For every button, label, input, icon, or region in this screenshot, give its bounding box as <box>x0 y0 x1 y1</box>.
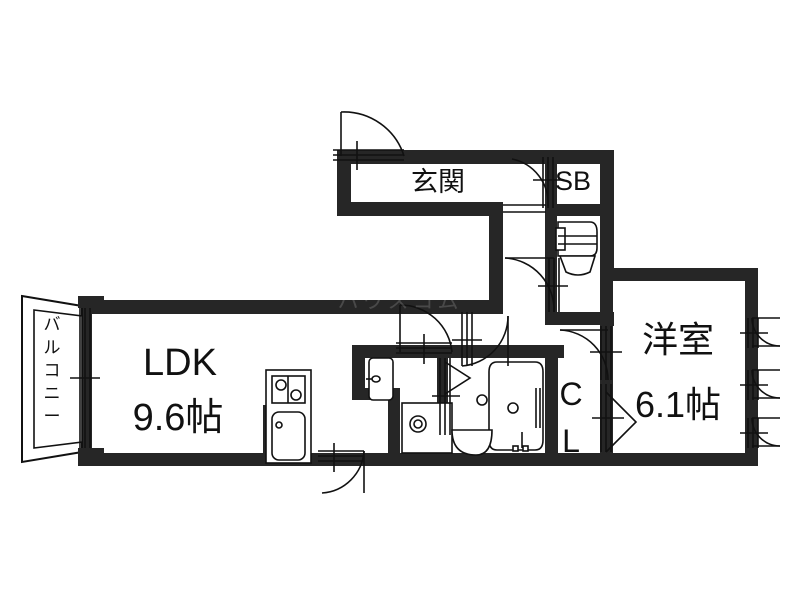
washing-machine <box>401 402 453 454</box>
bedroom-window-1[interactable] <box>740 317 781 348</box>
kitchen-counter <box>265 369 312 464</box>
room-label-closet-line2: L <box>562 423 580 459</box>
bath-washbasin <box>451 394 493 456</box>
closet-door[interactable] <box>592 384 638 453</box>
vanity-sink <box>366 357 394 401</box>
balcony-char-4: ー <box>44 407 61 426</box>
watermark-text: ハウスコム <box>338 290 463 313</box>
toilet-icon <box>555 221 598 276</box>
bath-door[interactable] <box>432 358 472 435</box>
sb-door[interactable] <box>511 157 562 208</box>
ldk-corridor-door[interactable] <box>452 312 509 367</box>
balcony-outline <box>21 294 104 464</box>
room-label-genkan: 玄関 <box>411 167 465 197</box>
bathtub <box>488 361 544 452</box>
toilet-door[interactable] <box>504 257 568 313</box>
ldk-door[interactable] <box>318 443 365 494</box>
balcony-char-3: ニ <box>44 384 61 403</box>
watermark: ハウスコム <box>338 290 463 313</box>
bedroom-window-3[interactable] <box>740 417 781 448</box>
bedroom-door[interactable] <box>559 326 622 381</box>
room-size-yoshitsu: 6.1帖 <box>635 384 721 425</box>
room-label-closet-line1: C <box>559 376 582 412</box>
genkan-corridor-opening <box>503 204 546 213</box>
balcony-char-1: ル <box>44 338 61 357</box>
bedroom-window-2[interactable] <box>740 369 781 400</box>
balcony-char-0: バ <box>44 315 61 334</box>
room-label-yoshitsu: 洋室 <box>642 319 714 360</box>
balcony-label: バ ル コ ニ ー <box>44 315 61 426</box>
room-label-shoe-box: SB <box>555 166 591 196</box>
balcony-window[interactable] <box>70 308 100 448</box>
entrance-door[interactable] <box>333 111 405 170</box>
washroom-door[interactable] <box>396 304 453 364</box>
balcony-char-2: コ <box>44 361 61 380</box>
room-label-ldk: LDK <box>143 342 217 384</box>
room-size-ldk: 9.6帖 <box>133 397 224 439</box>
